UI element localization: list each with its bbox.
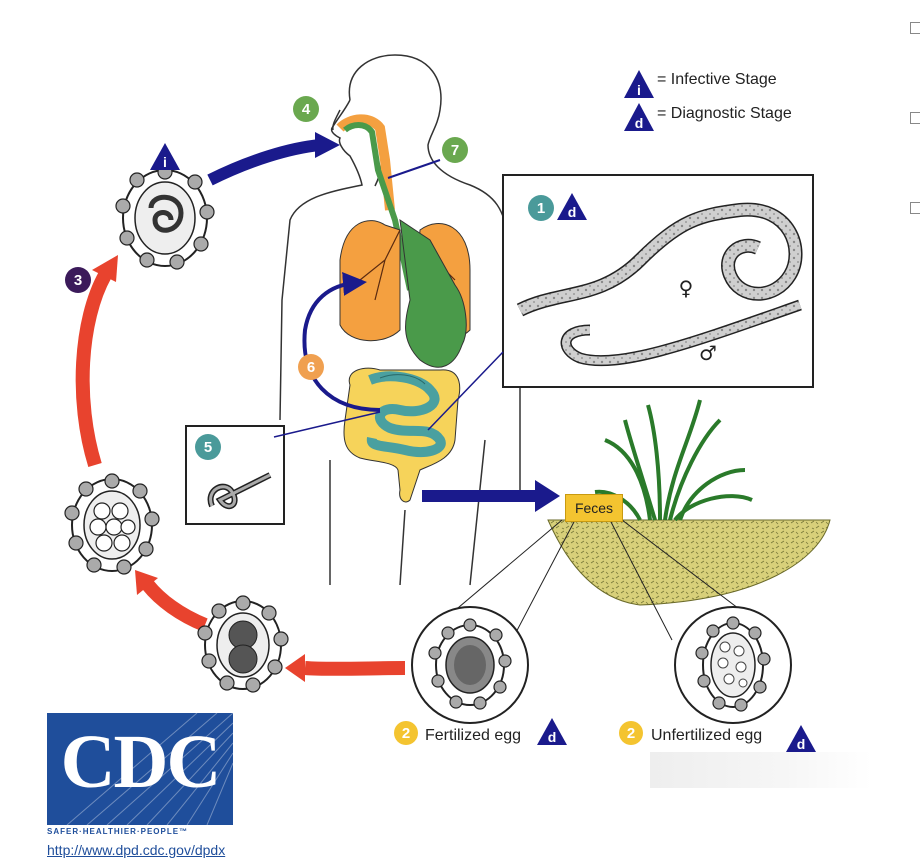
adult-worms-box bbox=[502, 174, 814, 388]
svg-text:7: 7 bbox=[451, 142, 459, 159]
step-badge-6: 6 bbox=[298, 354, 324, 380]
blurred-overlay bbox=[650, 752, 872, 788]
edge-marker-icon bbox=[910, 112, 920, 124]
step-badge-1: 1 bbox=[528, 195, 554, 221]
edge-marker-icon bbox=[910, 202, 920, 214]
svg-text:d: d bbox=[548, 729, 557, 745]
step-badge-5: 5 bbox=[195, 434, 221, 460]
small-intestine bbox=[366, 371, 446, 457]
red-arrows bbox=[75, 255, 406, 682]
step-badge-7: 7 bbox=[442, 137, 468, 163]
unfertilized-egg-label: Unfertilized egg bbox=[651, 727, 763, 744]
human-body-outline bbox=[279, 54, 521, 586]
legend-diagnostic-icon: d bbox=[624, 103, 654, 131]
migration-arrows bbox=[302, 159, 441, 412]
svg-text:i: i bbox=[163, 154, 167, 170]
larva-pointer bbox=[273, 411, 381, 438]
cdc-tagline: SAFER·HEALTHIER·PEOPLE™ bbox=[47, 827, 189, 836]
step-badge-2-unfertilized: 2 bbox=[619, 721, 643, 745]
fertilized-egg-view bbox=[411, 606, 529, 724]
svg-text:1: 1 bbox=[537, 200, 545, 217]
female-symbol: ♀ bbox=[679, 276, 694, 300]
stomach bbox=[399, 218, 467, 368]
egg-two-cell bbox=[197, 595, 289, 693]
diagnostic-icon-adult: d bbox=[557, 193, 587, 220]
egg-cleavage-multicell bbox=[64, 473, 160, 575]
step-badge-4: 4 bbox=[293, 96, 319, 122]
svg-text:d: d bbox=[797, 736, 806, 752]
diagnostic-icon-fertilized: d bbox=[537, 718, 567, 745]
soil bbox=[547, 519, 831, 606]
svg-text:6: 6 bbox=[307, 359, 315, 376]
diagnostic-icon-unfertilized: d bbox=[786, 725, 816, 752]
esophagus bbox=[336, 114, 413, 291]
legend-diagnostic-label: = Diagnostic Stage bbox=[657, 105, 792, 122]
svg-text:2: 2 bbox=[402, 725, 410, 742]
infective-stage-icon: i bbox=[150, 143, 180, 170]
svg-text:d: d bbox=[568, 204, 577, 220]
svg-text:2: 2 bbox=[627, 725, 635, 742]
unfertilized-egg-view bbox=[674, 606, 792, 724]
legend-infective-symbol: i bbox=[637, 82, 641, 98]
feces-label: Feces bbox=[565, 494, 623, 522]
adult-worms-pointer bbox=[427, 351, 504, 431]
legend-diagnostic-symbol: d bbox=[635, 115, 644, 131]
arrow-to-mouth bbox=[207, 132, 340, 186]
cdc-url-link[interactable]: http://www.dpd.cdc.gov/dpdx bbox=[47, 842, 226, 858]
cdc-logo-text: CDC bbox=[60, 720, 222, 804]
step-badge-2-fertilized: 2 bbox=[394, 721, 418, 745]
fertilized-egg-label: Fertilized egg bbox=[425, 727, 522, 744]
cdc-logo: CDC bbox=[47, 713, 233, 825]
legend-infective-icon: i bbox=[624, 70, 654, 98]
step-badge-3: 3 bbox=[65, 267, 91, 293]
egg-infective bbox=[115, 164, 215, 270]
svg-text:4: 4 bbox=[302, 101, 311, 118]
legend-infective-label: = Infective Stage bbox=[657, 71, 777, 88]
arrow-to-feces bbox=[422, 480, 560, 512]
svg-text:5: 5 bbox=[204, 439, 212, 456]
edge-marker-icon bbox=[910, 22, 920, 34]
male-symbol: ♂ bbox=[699, 341, 717, 365]
svg-text:3: 3 bbox=[74, 272, 82, 289]
